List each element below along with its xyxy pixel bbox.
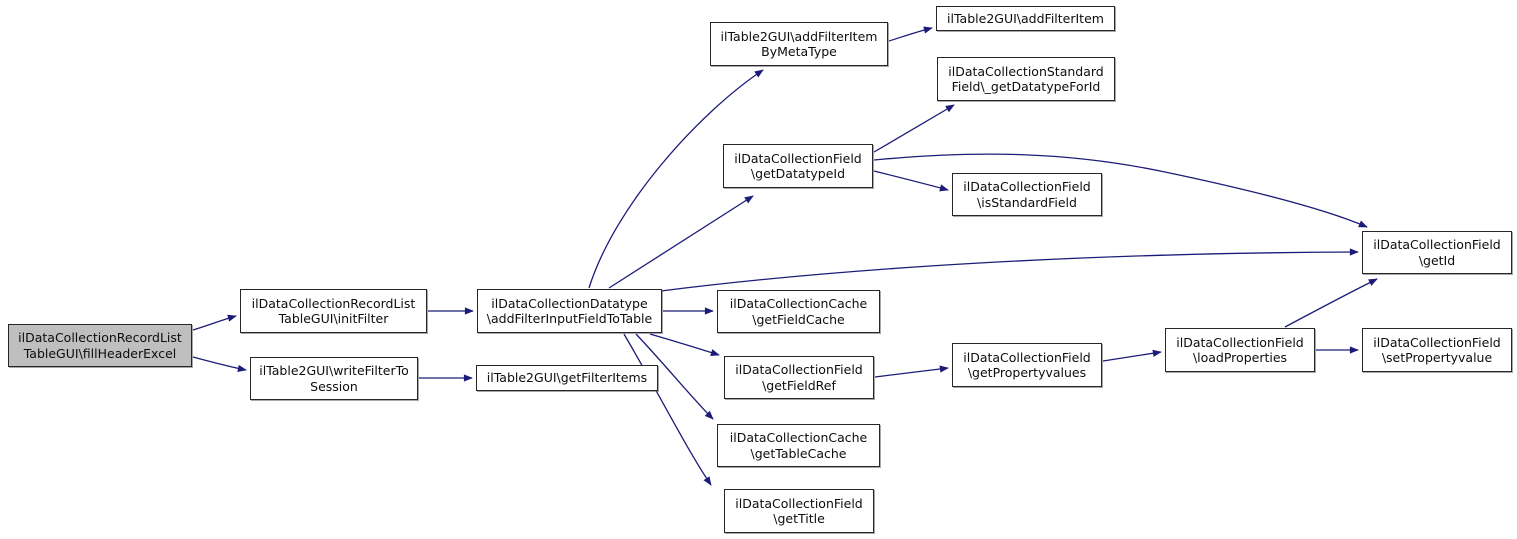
edge-add-filter-input-field-to-table--get-datatype-id bbox=[608, 195, 754, 289]
edge-add-filter-input-field-to-table--add-filter-item-by-meta-type bbox=[588, 69, 764, 289]
node-get-field-cache[interactable]: ilDataCollectionCache\getFieldCache bbox=[717, 290, 880, 333]
node-label: \setPropertyvalue bbox=[1381, 350, 1493, 365]
node-label: ilDataCollectionRecordList bbox=[251, 295, 416, 311]
node-get-id[interactable]: ilDataCollectionField\getId bbox=[1362, 231, 1512, 274]
node-label: ilDataCollectionField bbox=[1373, 334, 1501, 350]
edge-fill-header-excel--write-filter-to-session bbox=[192, 356, 247, 372]
node-label: ilTable2GUI\addFilterItem bbox=[720, 28, 878, 44]
node-label: \loadProperties bbox=[1192, 350, 1288, 365]
node-label: ilDataCollectionCache bbox=[729, 296, 868, 311]
node-set-property-value[interactable]: ilDataCollectionField\setPropertyvalue bbox=[1362, 328, 1512, 372]
node-label: ilDataCollectionStandard bbox=[948, 63, 1104, 79]
node-get-table-cache[interactable]: ilDataCollectionCache\getTableCache bbox=[717, 424, 880, 467]
node-label: ilTable2GUI\getFilterItems bbox=[486, 370, 648, 386]
node-label: Field\_getDatatypeForId bbox=[951, 79, 1101, 94]
node-label: ilDataCollectionField bbox=[1373, 237, 1501, 252]
node-label: \getDatatypeId bbox=[750, 166, 846, 181]
node-label: ilDataCollectionField bbox=[735, 495, 863, 511]
node-get-field-ref[interactable]: ilDataCollectionField\getFieldRef bbox=[724, 356, 874, 399]
node-label: TableGUI\fillHeaderExcel bbox=[23, 345, 177, 361]
node-add-filter-item[interactable]: ilTable2GUI\addFilterItem bbox=[936, 6, 1115, 31]
edge-get-datatype-id--is-standard-field bbox=[873, 170, 949, 192]
node-load-properties[interactable]: ilDataCollectionField\loadProperties bbox=[1165, 328, 1315, 372]
node-label: \getTitle bbox=[773, 511, 825, 526]
node-label: \isStandardField bbox=[977, 194, 1077, 210]
node-label: ilDataCollectionField bbox=[734, 150, 862, 166]
edge-fill-header-excel--init-filter bbox=[192, 314, 237, 331]
node-add-filter-input-field-to-table[interactable]: ilDataCollectionDatatype\addFilterInputF… bbox=[477, 289, 662, 333]
edge-add-filter-item-by-meta-type--add-filter-item bbox=[888, 26, 933, 42]
node-label: ilDataCollectionRecordList bbox=[18, 330, 182, 345]
node-label: ilDataCollectionField bbox=[963, 179, 1091, 194]
node-label: \getFieldCache bbox=[752, 311, 845, 327]
node-label: ilDataCollectionField bbox=[963, 349, 1091, 365]
node-get-filter-items[interactable]: ilTable2GUI\getFilterItems bbox=[476, 365, 658, 391]
edge-add-filter-input-field-to-table--get-title bbox=[623, 333, 712, 486]
node-label: ilDataCollectionField bbox=[735, 362, 863, 377]
node-label: ByMetaType bbox=[761, 44, 837, 59]
node-get-property-values[interactable]: ilDataCollectionField\getPropertyvalues bbox=[952, 343, 1102, 387]
edge-add-filter-input-field-to-table--get-field-ref bbox=[649, 333, 720, 356]
node-label: \getPropertyvalues bbox=[967, 365, 1087, 380]
node-label: \getTableCache bbox=[750, 445, 847, 461]
node-label: \getId bbox=[1418, 252, 1456, 268]
edge-get-property-values--load-properties bbox=[1102, 349, 1162, 362]
node-get-title[interactable]: ilDataCollectionField\getTitle bbox=[724, 489, 874, 533]
edge-get-field-ref--get-property-values bbox=[874, 365, 949, 378]
edge-load-properties--get-id bbox=[1284, 278, 1378, 328]
node-label: ilDataCollectionField bbox=[1176, 334, 1304, 350]
edge-add-filter-input-field-to-table--get-id bbox=[660, 248, 1359, 292]
node-is-standard-field[interactable]: ilDataCollectionField\isStandardField bbox=[952, 173, 1102, 216]
node-label: Session bbox=[310, 378, 358, 394]
node-get-datatype-id[interactable]: ilDataCollectionField\getDatatypeId bbox=[723, 144, 873, 188]
edge-add-filter-input-field-to-table--get-table-cache bbox=[635, 333, 714, 420]
node-label: TableGUI\initFilter bbox=[278, 311, 389, 326]
node-label: \addFilterInputFieldToTable bbox=[486, 311, 653, 326]
node-label: ilDataCollectionCache bbox=[729, 430, 868, 445]
node-label: ilDataCollectionDatatype bbox=[491, 295, 648, 311]
edge-get-datatype-id--get-datatype-for-id bbox=[873, 104, 955, 153]
node-label: ilTable2GUI\writeFilterTo bbox=[259, 363, 409, 378]
node-label: ilTable2GUI\addFilterItem bbox=[947, 10, 1104, 26]
edge-get-datatype-id--get-id bbox=[873, 153, 1368, 228]
node-label: \getFieldRef bbox=[762, 377, 836, 393]
